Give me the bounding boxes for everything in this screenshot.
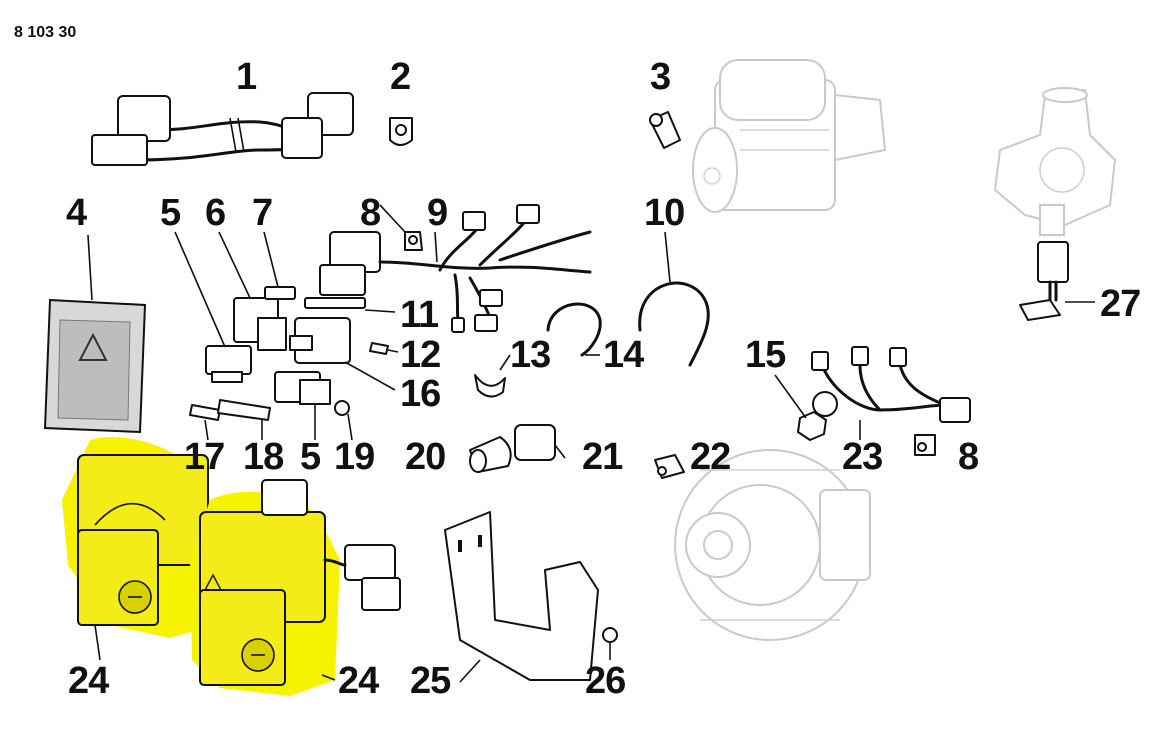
callout-5a: 5	[160, 192, 181, 234]
part-24b-highlight	[190, 479, 340, 696]
part-12-pin	[369, 342, 399, 355]
part-7-fuse	[263, 231, 296, 300]
part-22-clip	[654, 454, 685, 479]
callout-16: 16	[400, 373, 441, 415]
callout-15: 15	[745, 334, 786, 376]
part-18-bracket	[217, 399, 271, 440]
callout-19: 19	[334, 436, 375, 478]
callout-26: 26	[585, 660, 626, 702]
part-25-bracket	[444, 511, 599, 683]
part-21-plug	[514, 424, 566, 461]
part-6-relay	[218, 231, 287, 351]
part-8-clip	[379, 204, 423, 251]
part-3-terminal	[649, 111, 681, 149]
callout-25: 25	[410, 660, 451, 702]
part-10-cable	[638, 231, 710, 367]
alternator-context	[674, 449, 871, 641]
callout-14: 14	[603, 334, 644, 376]
starter-motor-context	[692, 59, 886, 213]
part-26-screw	[602, 627, 618, 660]
figure-code: 8 103 30	[14, 24, 77, 41]
part-4-bag	[43, 234, 147, 434]
callout-24a: 24	[68, 660, 109, 702]
part-27-lead	[1019, 241, 1095, 321]
callout-27: 27	[1100, 283, 1141, 325]
callout-6: 6	[205, 192, 226, 234]
part-9-harness	[319, 204, 592, 333]
callout-12: 12	[400, 334, 441, 376]
part-17-fuse-clip	[189, 404, 221, 441]
callout-22: 22	[690, 436, 731, 478]
part-24a-highlight	[62, 436, 220, 661]
callout-4: 4	[66, 192, 87, 234]
callout-24b: 24	[338, 660, 379, 702]
part-2-clip	[389, 117, 413, 146]
callout-9: 9	[427, 192, 448, 234]
callout-10: 10	[644, 192, 685, 234]
part-16-relay	[289, 317, 396, 391]
thermostat-housing-context	[994, 87, 1116, 236]
part-1-harness	[91, 92, 354, 166]
callout-2: 2	[390, 56, 411, 98]
callout-1: 1	[236, 56, 257, 98]
callout-5b: 5	[300, 436, 321, 478]
callout-13: 13	[510, 334, 551, 376]
part-8b-clip	[914, 434, 936, 456]
part-23-harness	[811, 346, 971, 440]
part-5b-connector	[274, 371, 331, 440]
part-19-screw	[334, 400, 353, 441]
callout-20: 20	[405, 436, 446, 478]
part-20-boot	[469, 436, 512, 473]
callout-17: 17	[184, 436, 225, 478]
callout-8a: 8	[360, 192, 381, 234]
callout-18: 18	[243, 436, 284, 478]
callout-3: 3	[650, 56, 671, 98]
part-15-nut	[774, 374, 827, 441]
callout-8b: 8	[958, 436, 979, 478]
callout-7: 7	[252, 192, 273, 234]
part-11-strip	[304, 297, 396, 313]
connector-near-24	[323, 544, 401, 611]
callout-23: 23	[842, 436, 883, 478]
part-5-relay	[174, 231, 252, 383]
part-13-clamp	[474, 354, 511, 398]
callout-11: 11	[400, 294, 439, 336]
part-14-cable	[546, 302, 602, 357]
callout-21: 21	[582, 436, 623, 478]
